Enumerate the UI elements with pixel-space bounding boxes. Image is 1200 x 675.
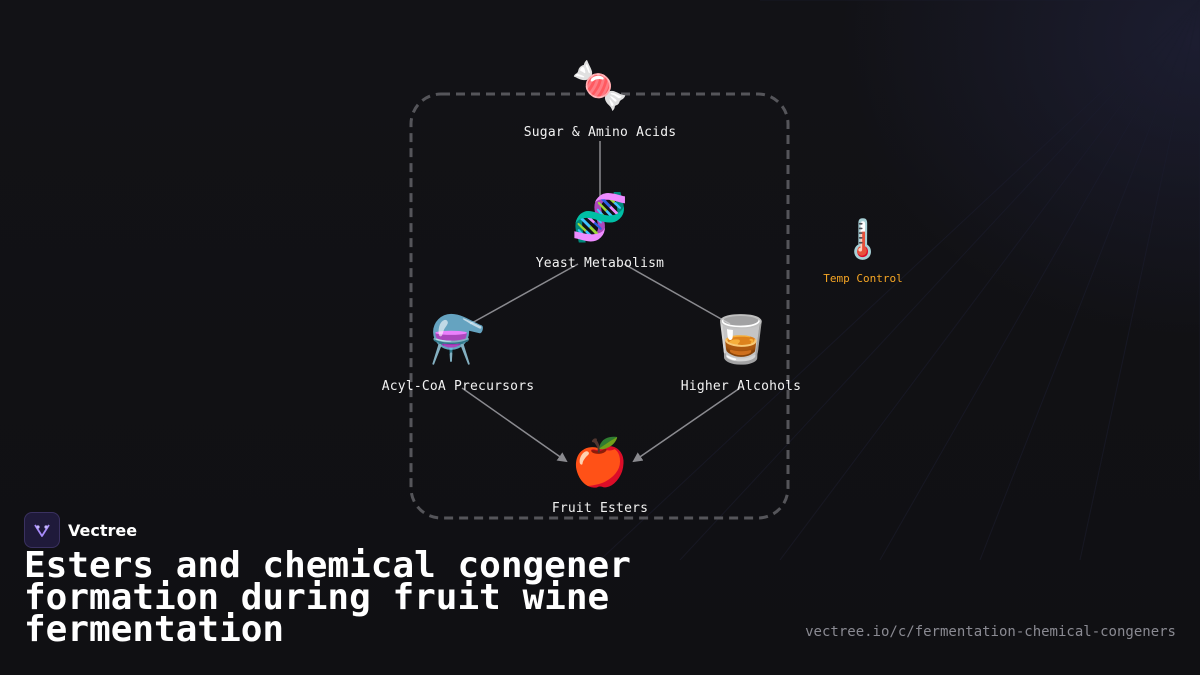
node-label-alcohols: Higher Alcohols — [680, 379, 802, 394]
brand-name: Vectree — [68, 520, 138, 540]
page-url[interactable]: vectree.io/c/fermentation-chemical-conge… — [805, 624, 1176, 640]
node-label-esters: Fruit Esters — [551, 501, 649, 516]
dna-icon: 🧬 — [571, 190, 629, 244]
thermometer-icon: 🌡️ — [839, 217, 887, 261]
vectree-logo-icon — [24, 512, 60, 548]
tumbler-glass-icon: 🥃 — [712, 312, 770, 366]
candy-icon: 🍬 — [571, 58, 629, 112]
edge-yeast-acyl — [469, 263, 579, 325]
background-rays — [600, 0, 1200, 560]
temp-control-label: Temp Control — [823, 272, 903, 285]
edge-acyl-esters — [461, 387, 568, 463]
yeast-cell-boundary — [409, 92, 790, 520]
node-label-acyl: Acyl-CoA Precursors — [381, 379, 535, 394]
apple-icon: 🍎 — [571, 435, 629, 489]
node-label-yeast: Yeast Metabolism — [535, 256, 665, 271]
edge-alcohols-esters — [632, 387, 741, 463]
node-label-sugar: Sugar & Amino Acids — [523, 125, 677, 140]
edge-yeast-alcohols — [623, 263, 731, 325]
page-title: Esters and chemical congener formation d… — [24, 545, 631, 650]
flask-icon: ⚗️ — [429, 312, 487, 366]
brand: Vectree — [24, 512, 137, 548]
